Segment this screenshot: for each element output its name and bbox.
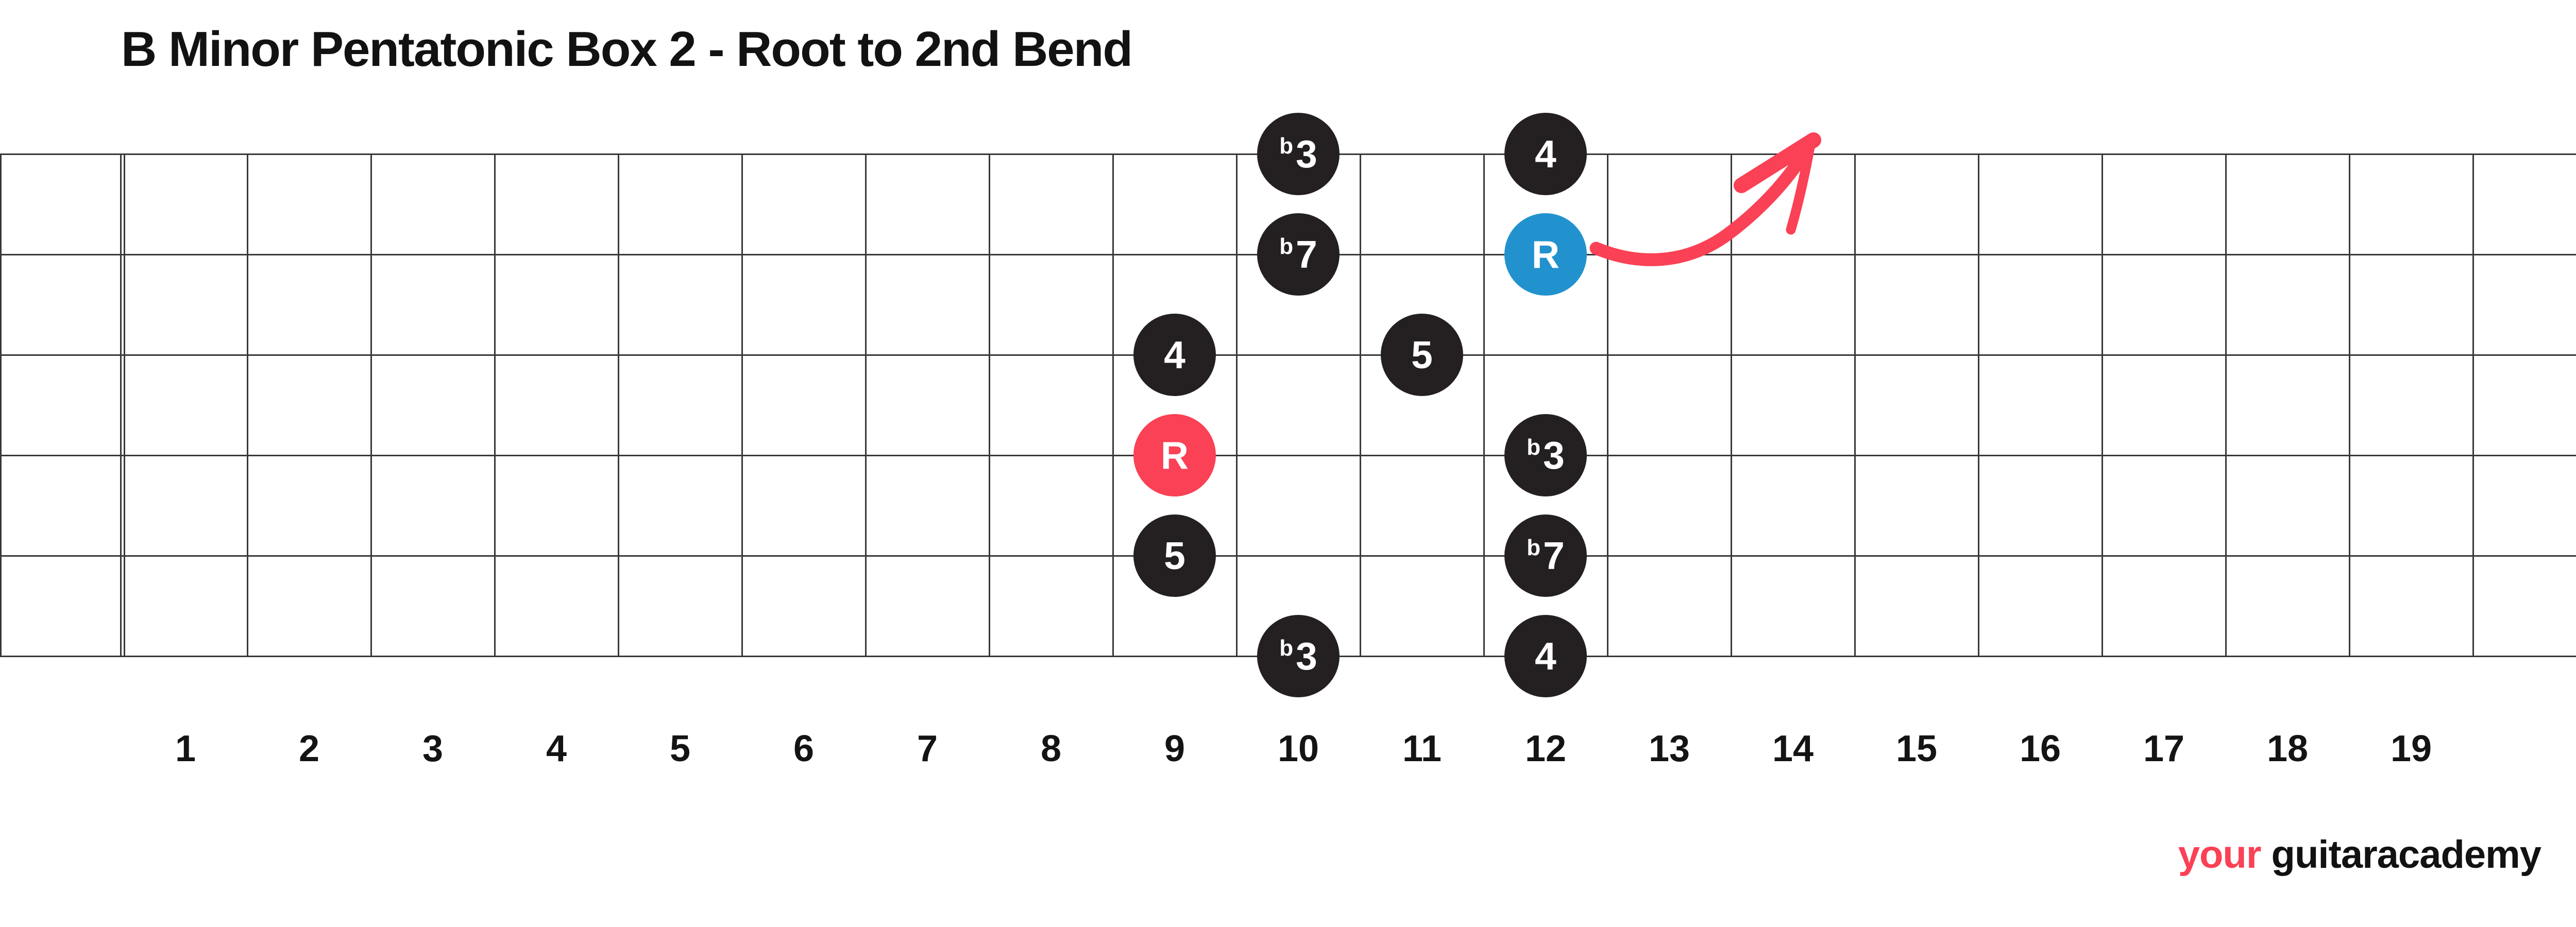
fret-line: [1359, 153, 1361, 657]
fret-number: 9: [1164, 728, 1185, 769]
fret-number: 8: [1040, 728, 1062, 769]
fret-line: [2101, 153, 2103, 657]
note-degree-label: 7: [1296, 232, 1317, 276]
fret-line: [2348, 153, 2350, 657]
fret-line: [988, 153, 990, 657]
note-degree-label: 4: [1164, 333, 1185, 376]
page-title: B Minor Pentatonic Box 2 - Root to 2nd B…: [121, 22, 1133, 77]
fret-line: [1730, 153, 1732, 657]
fret-number: 10: [1277, 728, 1319, 769]
note-degree-label: 3: [1296, 634, 1317, 678]
nut-line: [120, 153, 122, 657]
note-degree-label: 3: [1296, 132, 1317, 176]
fret-line: [2225, 153, 2227, 657]
flat-symbol: b: [1279, 636, 1294, 661]
logo-space: [2261, 833, 2271, 877]
fret-number: 5: [669, 728, 691, 769]
flat-symbol: b: [1527, 435, 1541, 460]
fret-line: [2472, 153, 2474, 657]
fret-number: 13: [1648, 728, 1690, 769]
fret-line: [1977, 153, 1979, 657]
string-line: [0, 454, 2576, 456]
string-line: [0, 354, 2576, 356]
note-dot: R: [1504, 213, 1587, 296]
logo-your: your: [2178, 833, 2262, 877]
logo-guitaracademy: guitaracademy: [2271, 833, 2541, 877]
fret-line: [1483, 153, 1485, 657]
fret-number: 12: [1524, 728, 1567, 769]
note-dot: 4: [1504, 113, 1587, 195]
note-dot: 5: [1133, 514, 1216, 597]
fret-number: 6: [793, 728, 815, 769]
fret-number: 19: [2390, 728, 2432, 769]
fret-line: [741, 153, 743, 657]
fret-number: 2: [298, 728, 320, 769]
note-degree-label: 5: [1411, 333, 1433, 376]
fret-number: 18: [2266, 728, 2309, 769]
note-degree-label: R: [1531, 232, 1560, 276]
note-degree-label: 3: [1543, 433, 1565, 477]
fret-line: [370, 153, 372, 657]
note-dot: R: [1133, 414, 1216, 496]
fret-line: [494, 153, 496, 657]
fret-line: [1854, 153, 1856, 657]
fret-number: 17: [2143, 728, 2185, 769]
fret-line: [1112, 153, 1114, 657]
note-degree-label: 7: [1543, 534, 1565, 577]
flat-symbol: b: [1279, 234, 1294, 259]
note-degree-label: 4: [1535, 634, 1556, 678]
fret-number: 1: [175, 728, 196, 769]
brand-logo: your guitaracademy: [2178, 835, 2541, 874]
fret-line: [1606, 153, 1608, 657]
fret-number: 3: [422, 728, 444, 769]
fret-line: [1235, 153, 1238, 657]
flat-symbol: b: [1279, 133, 1294, 159]
fret-number: 4: [546, 728, 567, 769]
note-degree-label: 5: [1164, 534, 1185, 577]
fret-number: 15: [1895, 728, 1938, 769]
nut-line: [123, 153, 125, 657]
note-dot: 5: [1381, 314, 1463, 396]
fret-number: 7: [917, 728, 938, 769]
note-dot: 4: [1504, 615, 1587, 697]
flat-symbol: b: [1527, 535, 1541, 560]
fret-number: 14: [1772, 728, 1814, 769]
fret-line: [865, 153, 867, 657]
note-degree-label: 4: [1535, 132, 1556, 176]
note-degree-label: R: [1160, 433, 1189, 477]
note-dot: 4: [1133, 314, 1216, 396]
fretboard-edge-line: [0, 153, 2, 657]
fret-number: 11: [1402, 728, 1442, 769]
fret-line: [246, 153, 248, 657]
fret-number: 16: [2019, 728, 2061, 769]
fret-line: [617, 153, 619, 657]
string-line: [0, 555, 2576, 557]
